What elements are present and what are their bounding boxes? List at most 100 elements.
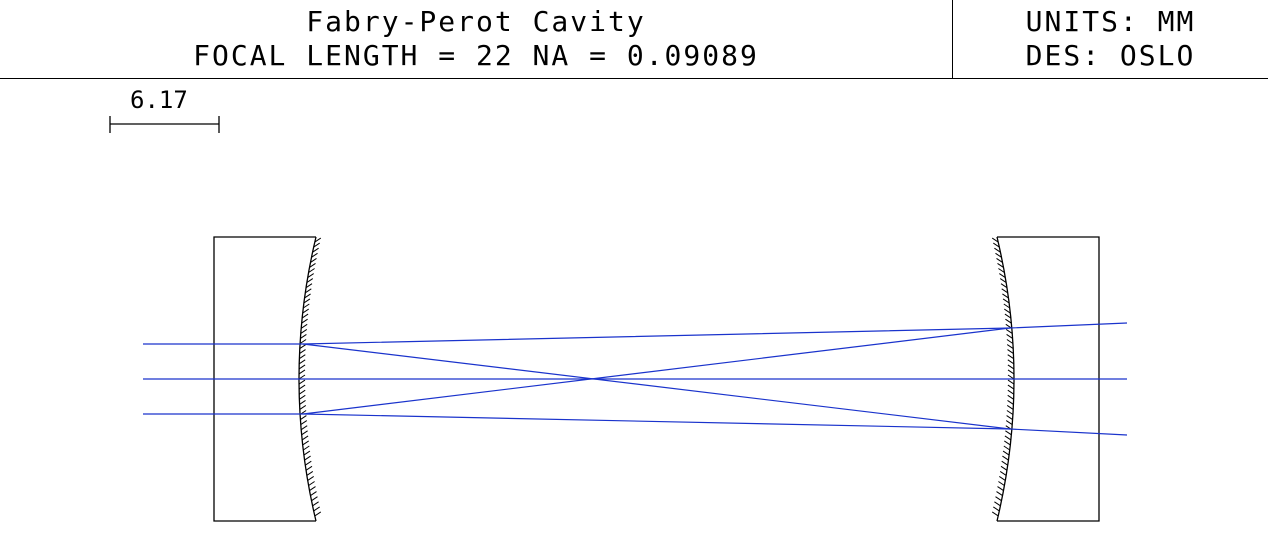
mirror-hatch-mark [298, 369, 306, 375]
mirror-hatch-mark [997, 486, 1004, 492]
mirror-hatch-mark [305, 288, 312, 294]
mirror-hatch-mark [307, 475, 314, 481]
mirror-hatch-mark [298, 359, 306, 365]
mirror-hatch-mark [313, 242, 320, 248]
ray-bundle [143, 322, 1128, 436]
mirror-hatch-mark [303, 298, 311, 304]
mirror-hatch-mark [300, 415, 307, 421]
scale-bar: 6.17 [109, 86, 220, 133]
mirror-hatch-mark [299, 344, 307, 350]
mirror-hatch-mark [1006, 415, 1013, 421]
mirror-hatch-mark [304, 293, 311, 299]
ray-cross-up [302, 327, 1011, 415]
mirror-hatch-mark [306, 470, 314, 476]
mirror-hatch-mark [1004, 308, 1011, 314]
scale-bar-label: 6.17 [130, 86, 188, 114]
mirror-hatch-mark [300, 323, 308, 329]
mirror-hatch-mark [1002, 298, 1010, 304]
mirror-hatch-mark [308, 268, 315, 273]
mirror-hatch-mark [999, 470, 1007, 476]
mirror-hatch-mark [996, 257, 1003, 263]
mirror-hatch-mark [304, 455, 311, 461]
ray-cross-down [302, 343, 1011, 430]
mirror-hatch-mark [1007, 349, 1014, 355]
mirror-hatch-mark [994, 501, 1001, 507]
mirror-hatch-mark [301, 430, 308, 436]
mirror-hatch-mark [1007, 364, 1015, 370]
drawing-header: Fabry-Perot Cavity FOCAL LENGTH = 22 NA … [0, 0, 1268, 79]
mirror-hatch-mark [299, 354, 306, 360]
mirror-hatch-mark [298, 384, 306, 390]
title-block: Fabry-Perot Cavity FOCAL LENGTH = 22 NA … [0, 0, 953, 78]
mirror-hatch-mark [997, 262, 1004, 268]
mirror-hatch-mark [1006, 344, 1014, 350]
mirror-hatch-mark [1006, 404, 1014, 410]
mirror-hatch-mark [309, 486, 316, 492]
mirror-hatch-mark [1001, 288, 1008, 294]
mirror-hatch-mark [305, 465, 313, 471]
mirror-hatch-mark [1005, 420, 1013, 426]
mirror-hatch-mark [299, 349, 306, 355]
mirror-hatch-mark [998, 268, 1005, 273]
mirror-hatch-mark [312, 501, 319, 507]
mirror-hatch-mark [999, 475, 1006, 481]
mirror-hatch-mark [299, 404, 307, 410]
mirror-hatch-mark [1003, 303, 1011, 309]
mirror-hatch-mark [991, 237, 999, 243]
ray-top [143, 322, 1128, 345]
mirror-hatch-mark [993, 242, 1000, 248]
mirror-hatch-mark [1004, 440, 1011, 446]
mirror-hatch-mark [303, 450, 311, 456]
mirror-hatch-mark [313, 506, 320, 512]
mirror-hatch-mark [314, 237, 322, 243]
mirror-hatch-mark [995, 252, 1002, 258]
mirror-hatch-mark [1007, 359, 1015, 365]
mirror-hatch-mark [1000, 283, 1008, 289]
drawing-title: Fabry-Perot Cavity [306, 5, 646, 38]
mirror-hatch-mark [303, 445, 310, 451]
mirror-hatch-mark [300, 328, 308, 334]
mirror-hatch-mark [314, 511, 322, 517]
mirror-hatch-mark [993, 506, 1000, 512]
mirror-hatch-mark [994, 247, 1001, 253]
mirror-hatch-mark [311, 252, 318, 258]
mirror-hatch-mark [995, 496, 1002, 502]
mirror-hatch-mark [1003, 445, 1011, 451]
mirror-hatch-mark [305, 283, 313, 289]
ray-bottom [143, 413, 1128, 436]
mirror-hatch-mark [1002, 455, 1009, 461]
mirror-hatch-mark [999, 278, 1007, 284]
mirror-hatch-mark [1007, 399, 1014, 405]
mirror-hatch-mark [1007, 379, 1015, 385]
mirror-hatch-mark [299, 339, 307, 344]
units-label: UNITS: MM [1025, 5, 1196, 38]
mirror-hatch-mark [1007, 374, 1015, 380]
mirror-hatch-mark [299, 399, 306, 405]
mirror-hatch-mark [1005, 328, 1013, 334]
designer-label: DES: OSLO [1025, 39, 1196, 72]
mirror-hatch-mark [1006, 410, 1014, 415]
mirror-hatch-mark [991, 511, 999, 517]
mirror-hatch-mark [309, 262, 316, 268]
mirror-hatch-mark [312, 247, 319, 253]
mirror-hatch-mark [1002, 293, 1009, 299]
mirror-hatch-mark [1007, 384, 1015, 390]
mirror-hatch-mark [311, 496, 318, 502]
mirror-hatch-mark [298, 374, 306, 380]
mirror-hatch-mark [1004, 435, 1012, 441]
mirror-hatch-mark [310, 257, 317, 263]
mirror-hatch-mark [301, 313, 309, 319]
mirror-hatch-mark [1001, 460, 1008, 466]
mirror-hatch-mark [302, 440, 309, 446]
mirror-hatch-mark [299, 394, 306, 400]
mirror-hatch-mark [310, 491, 317, 497]
mirror-hatch-mark [1007, 354, 1014, 360]
mirror-hatch-mark [1005, 318, 1012, 324]
mirror-hatch-mark [305, 460, 312, 466]
info-block: UNITS: MM DES: OSLO [953, 0, 1268, 78]
mirror-hatch-mark [996, 491, 1003, 497]
mirror-hatch-mark [998, 481, 1005, 486]
mirror-hatch-mark [300, 420, 308, 426]
mirror-hatch-mark [301, 318, 308, 324]
